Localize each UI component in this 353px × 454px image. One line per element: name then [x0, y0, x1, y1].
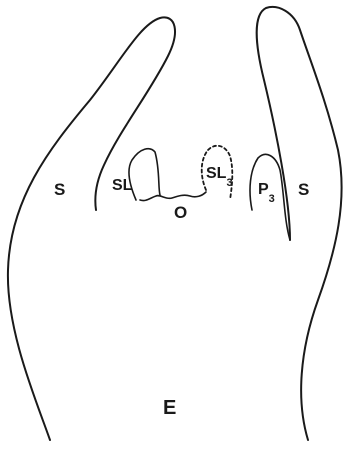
label-sl3: SL3: [206, 165, 233, 189]
label-sl: SL: [112, 177, 133, 194]
label-e: E: [163, 397, 176, 419]
label-p3-sub: 3: [269, 193, 275, 205]
label-left-s: S: [54, 180, 65, 199]
sl-lobe-outline: [129, 149, 160, 200]
right-outer-outline: [257, 7, 342, 440]
label-right-s: S: [298, 180, 309, 199]
left-outer-outline: [8, 17, 175, 440]
label-p3-base: P: [258, 181, 269, 198]
label-sl3-sub: 3: [226, 177, 232, 189]
label-sl3-base: SL: [206, 165, 227, 182]
label-p3: P3: [258, 181, 275, 205]
label-o: O: [174, 203, 187, 222]
o-margin-outline: [140, 192, 206, 201]
